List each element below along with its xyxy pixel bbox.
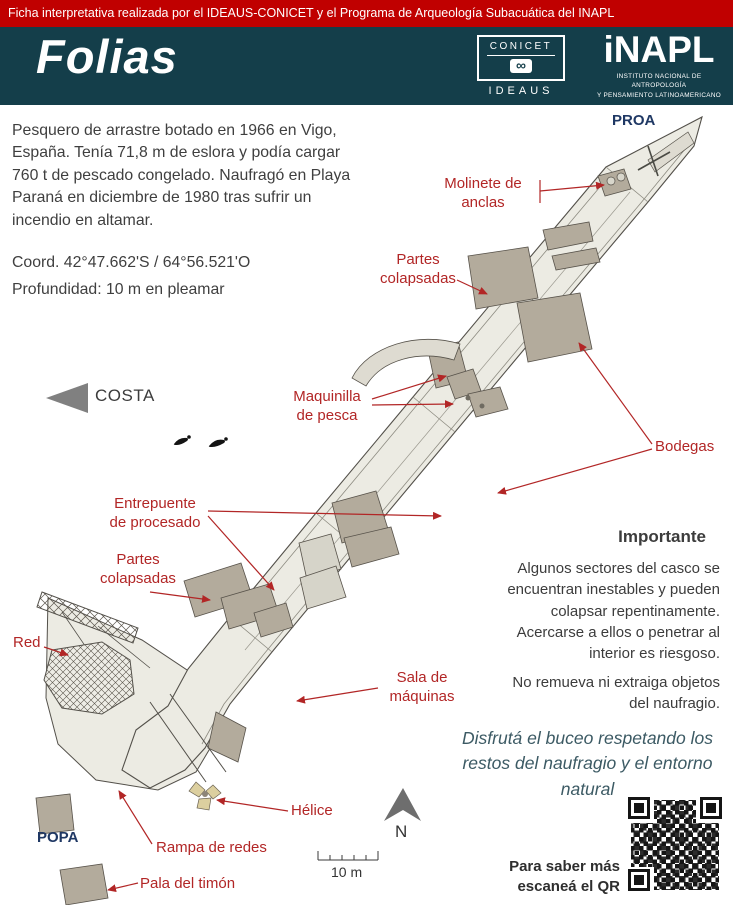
coordinates: Coord. 42°47.662'S / 64°56.521'O — [12, 254, 251, 271]
collapsed-debris — [35, 221, 601, 905]
label-helice: Hélice — [291, 802, 333, 819]
machinery-part — [479, 403, 485, 409]
inapl-subtitle-line1: INSTITUTO NACIONAL DE ANTROPOLOGÍA — [616, 72, 702, 90]
qr-finder-patterns — [627, 796, 723, 894]
label-pala-del-timon: Pala del timón — [140, 875, 236, 892]
inapl-logo: iNAPL INSTITUTO NACIONAL DE ANTROPOLOGÍA… — [590, 29, 728, 101]
ideaus-label: IDEAUS — [488, 85, 554, 97]
label-bodegas: Bodegas — [655, 438, 715, 455]
north-label: N — [395, 822, 408, 841]
diving-quote: Disfrutá el buceo respetando los restos … — [462, 728, 713, 799]
label-molinete-de-anclas: Molinete de anclas — [444, 175, 522, 211]
conicet-logo: CONICET ∞ IDEAUS — [477, 35, 565, 97]
divers — [173, 435, 228, 447]
popa-label: POPA — [37, 829, 79, 846]
propeller — [188, 781, 222, 811]
proa-label: PROA — [612, 112, 656, 129]
conicet-divider — [487, 55, 555, 56]
scale-label: 10 m — [331, 864, 363, 880]
coordinates-block: Coord. 42°47.662'S / 64°56.521'O Profund… — [12, 254, 250, 308]
qr-caption: Para saber más escaneá el QR — [495, 857, 620, 898]
inapl-subtitle-line2: Y PENSAMIENTO LATINOAMERICANO — [596, 92, 722, 100]
ship-description: Pesquero de arrastre botado en 1966 en V… — [12, 122, 351, 229]
label-rampa-de-redes: Rampa de redes — [156, 839, 267, 856]
qr-code — [627, 796, 723, 894]
importante-paragraph-2: No remueva ni extraiga objetos del naufr… — [512, 674, 720, 713]
infinity-icon: ∞ — [510, 58, 532, 73]
importante-heading: Importante — [618, 527, 706, 546]
scale-bar — [317, 851, 379, 861]
north-arrow-icon — [384, 788, 421, 821]
page-title: Folias — [36, 30, 178, 83]
label-partes-colapsadas-proa: Partes colapsadas — [380, 251, 456, 287]
leader-lines — [43, 180, 653, 893]
depth: Profundidad: 10 m en pleamar — [12, 281, 225, 298]
importante-paragraph-1: Algunos sectores del casco se encuentran… — [507, 560, 720, 663]
machinery-part — [465, 395, 471, 401]
inapl-subtitle: INSTITUTO NACIONAL DE ANTROPOLOGÍA Y PEN… — [590, 72, 728, 101]
header: Folias CONICET ∞ IDEAUS iNAPL INSTITUTO … — [0, 27, 733, 105]
costa-label: COSTA — [95, 386, 155, 405]
bow-mast — [637, 145, 671, 177]
costa-arrow-icon — [46, 383, 88, 413]
top-banner: Ficha interpretativa realizada por el ID… — [0, 0, 733, 27]
qr-caption-line1: Para saber más — [509, 858, 620, 875]
net-ramp — [149, 693, 227, 783]
stern-gantry — [36, 591, 151, 701]
label-red: Red — [13, 634, 41, 651]
collapsed-frames — [351, 338, 461, 387]
banner-text: Ficha interpretativa realizada por el ID… — [8, 6, 615, 20]
anchor-winch — [597, 168, 632, 197]
label-entrepuente-de-procesado: Entrepuente de procesado — [109, 495, 201, 531]
fishing-net — [43, 641, 135, 715]
label-partes-colapsadas-popa: Partes colapsadas — [100, 551, 176, 587]
conicet-name: CONICET — [489, 41, 553, 52]
label-maquinilla-de-pesca: Maquinilla de pesca — [293, 388, 361, 424]
bow-plate — [647, 131, 695, 173]
qr-caption-line2: escaneá el QR — [517, 878, 620, 896]
conicet-logo-box: CONICET ∞ — [477, 35, 565, 81]
inapl-name: iNAPL — [603, 29, 715, 70]
label-sala-de-maquinas: Sala de máquinas — [389, 669, 455, 705]
